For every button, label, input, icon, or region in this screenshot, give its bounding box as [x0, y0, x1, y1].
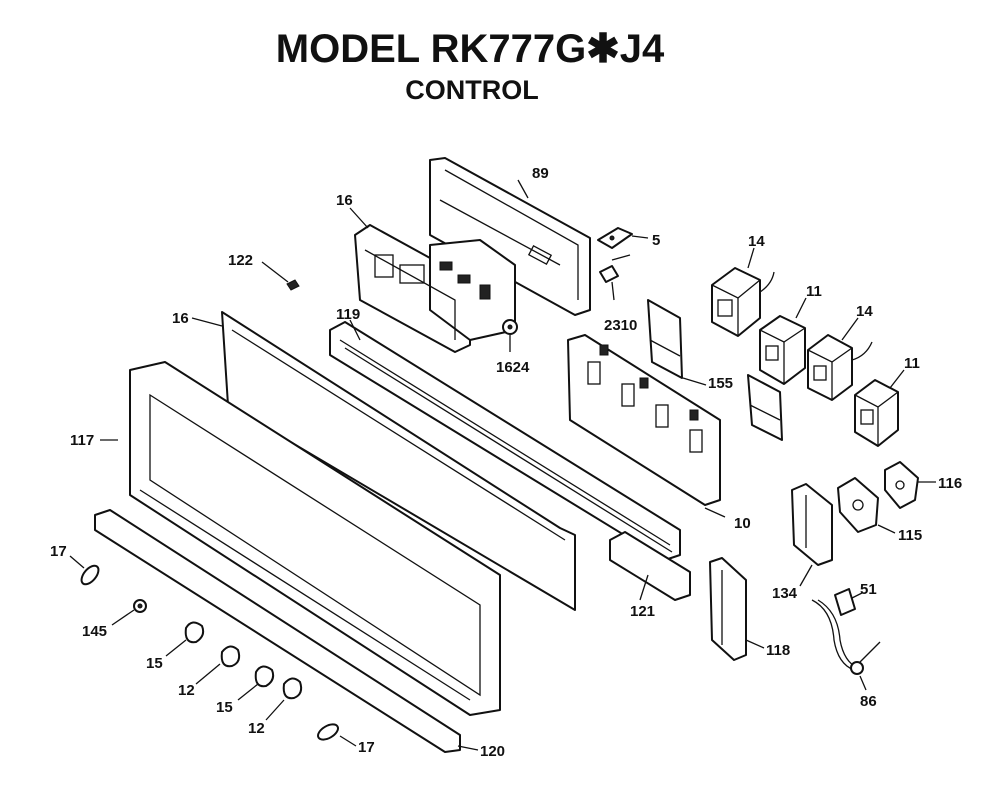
part-14a-relay: [711, 267, 775, 337]
part-116-plate: [884, 461, 919, 509]
label-12a: 12: [178, 682, 195, 699]
part-134-bracket: [791, 483, 833, 566]
part-155-bracket-lower: [747, 374, 783, 441]
label-119: 119: [336, 306, 360, 323]
part-115-plate: [837, 477, 879, 533]
part-14b-relay: [807, 334, 873, 401]
part-117-frame: [129, 361, 501, 716]
label-12b: 12: [248, 720, 265, 737]
label-11a: 11: [806, 283, 822, 300]
part-10-circuit-board: [567, 334, 721, 506]
part-155-bracket-upper: [647, 299, 683, 379]
part-1624-nut: [502, 319, 518, 335]
part-51-86-harness: [811, 588, 881, 675]
label-1624: 1624: [496, 359, 530, 376]
section-subtitle: CONTROL: [405, 75, 538, 105]
part-16b-panel: [221, 311, 576, 611]
label-15a: 15: [146, 655, 163, 672]
part-5-clip: [597, 227, 633, 249]
part-119-rail: [329, 321, 681, 561]
label-115: 115: [898, 527, 922, 544]
label-16b: 16: [172, 310, 189, 327]
label-17b: 17: [358, 739, 375, 756]
part-12a-knob: [220, 645, 241, 668]
part-89-bracket: [429, 157, 591, 316]
part-145-washer: [133, 599, 147, 613]
leader-lines: [69, 179, 936, 751]
label-51: 51: [860, 581, 877, 598]
label-5: 5: [652, 232, 660, 249]
part-15a-knob: [184, 621, 205, 644]
label-16a: 16: [336, 192, 353, 209]
label-11b: 11: [904, 355, 920, 372]
label-118: 118: [766, 642, 790, 659]
part-labels: 89 16 5 14 122 2310 11 14 16 119 1624 15…: [50, 165, 962, 760]
part-11b-relay: [854, 379, 899, 447]
part-12b-knob: [282, 677, 303, 700]
label-116: 116: [938, 475, 962, 492]
label-10: 10: [734, 515, 751, 532]
model-title: MODEL RK777G✱J4: [276, 27, 665, 71]
label-86: 86: [860, 693, 877, 710]
label-15b: 15: [216, 699, 233, 716]
label-14a: 14: [748, 233, 765, 250]
label-155: 155: [708, 375, 733, 392]
label-121: 121: [630, 603, 655, 620]
label-14b: 14: [856, 303, 873, 320]
label-2310: 2310: [604, 317, 637, 334]
label-120: 120: [480, 743, 505, 760]
part-15b-knob: [254, 665, 275, 688]
label-117: 117: [70, 432, 94, 449]
part-11a-relay: [759, 315, 806, 385]
label-134: 134: [772, 585, 798, 602]
part-121-rail: [609, 531, 691, 601]
part-118-bracket: [709, 557, 747, 661]
label-145: 145: [82, 623, 107, 640]
label-89: 89: [532, 165, 549, 182]
part-120-trim: [94, 509, 461, 753]
part-17b-pin: [317, 723, 339, 741]
label-122: 122: [228, 252, 253, 269]
part-17a-pin: [80, 564, 100, 586]
part-2310-connector: [599, 254, 631, 283]
part-16-module: [354, 224, 516, 353]
label-17a: 17: [50, 543, 67, 560]
part-122-screw: [286, 279, 300, 291]
